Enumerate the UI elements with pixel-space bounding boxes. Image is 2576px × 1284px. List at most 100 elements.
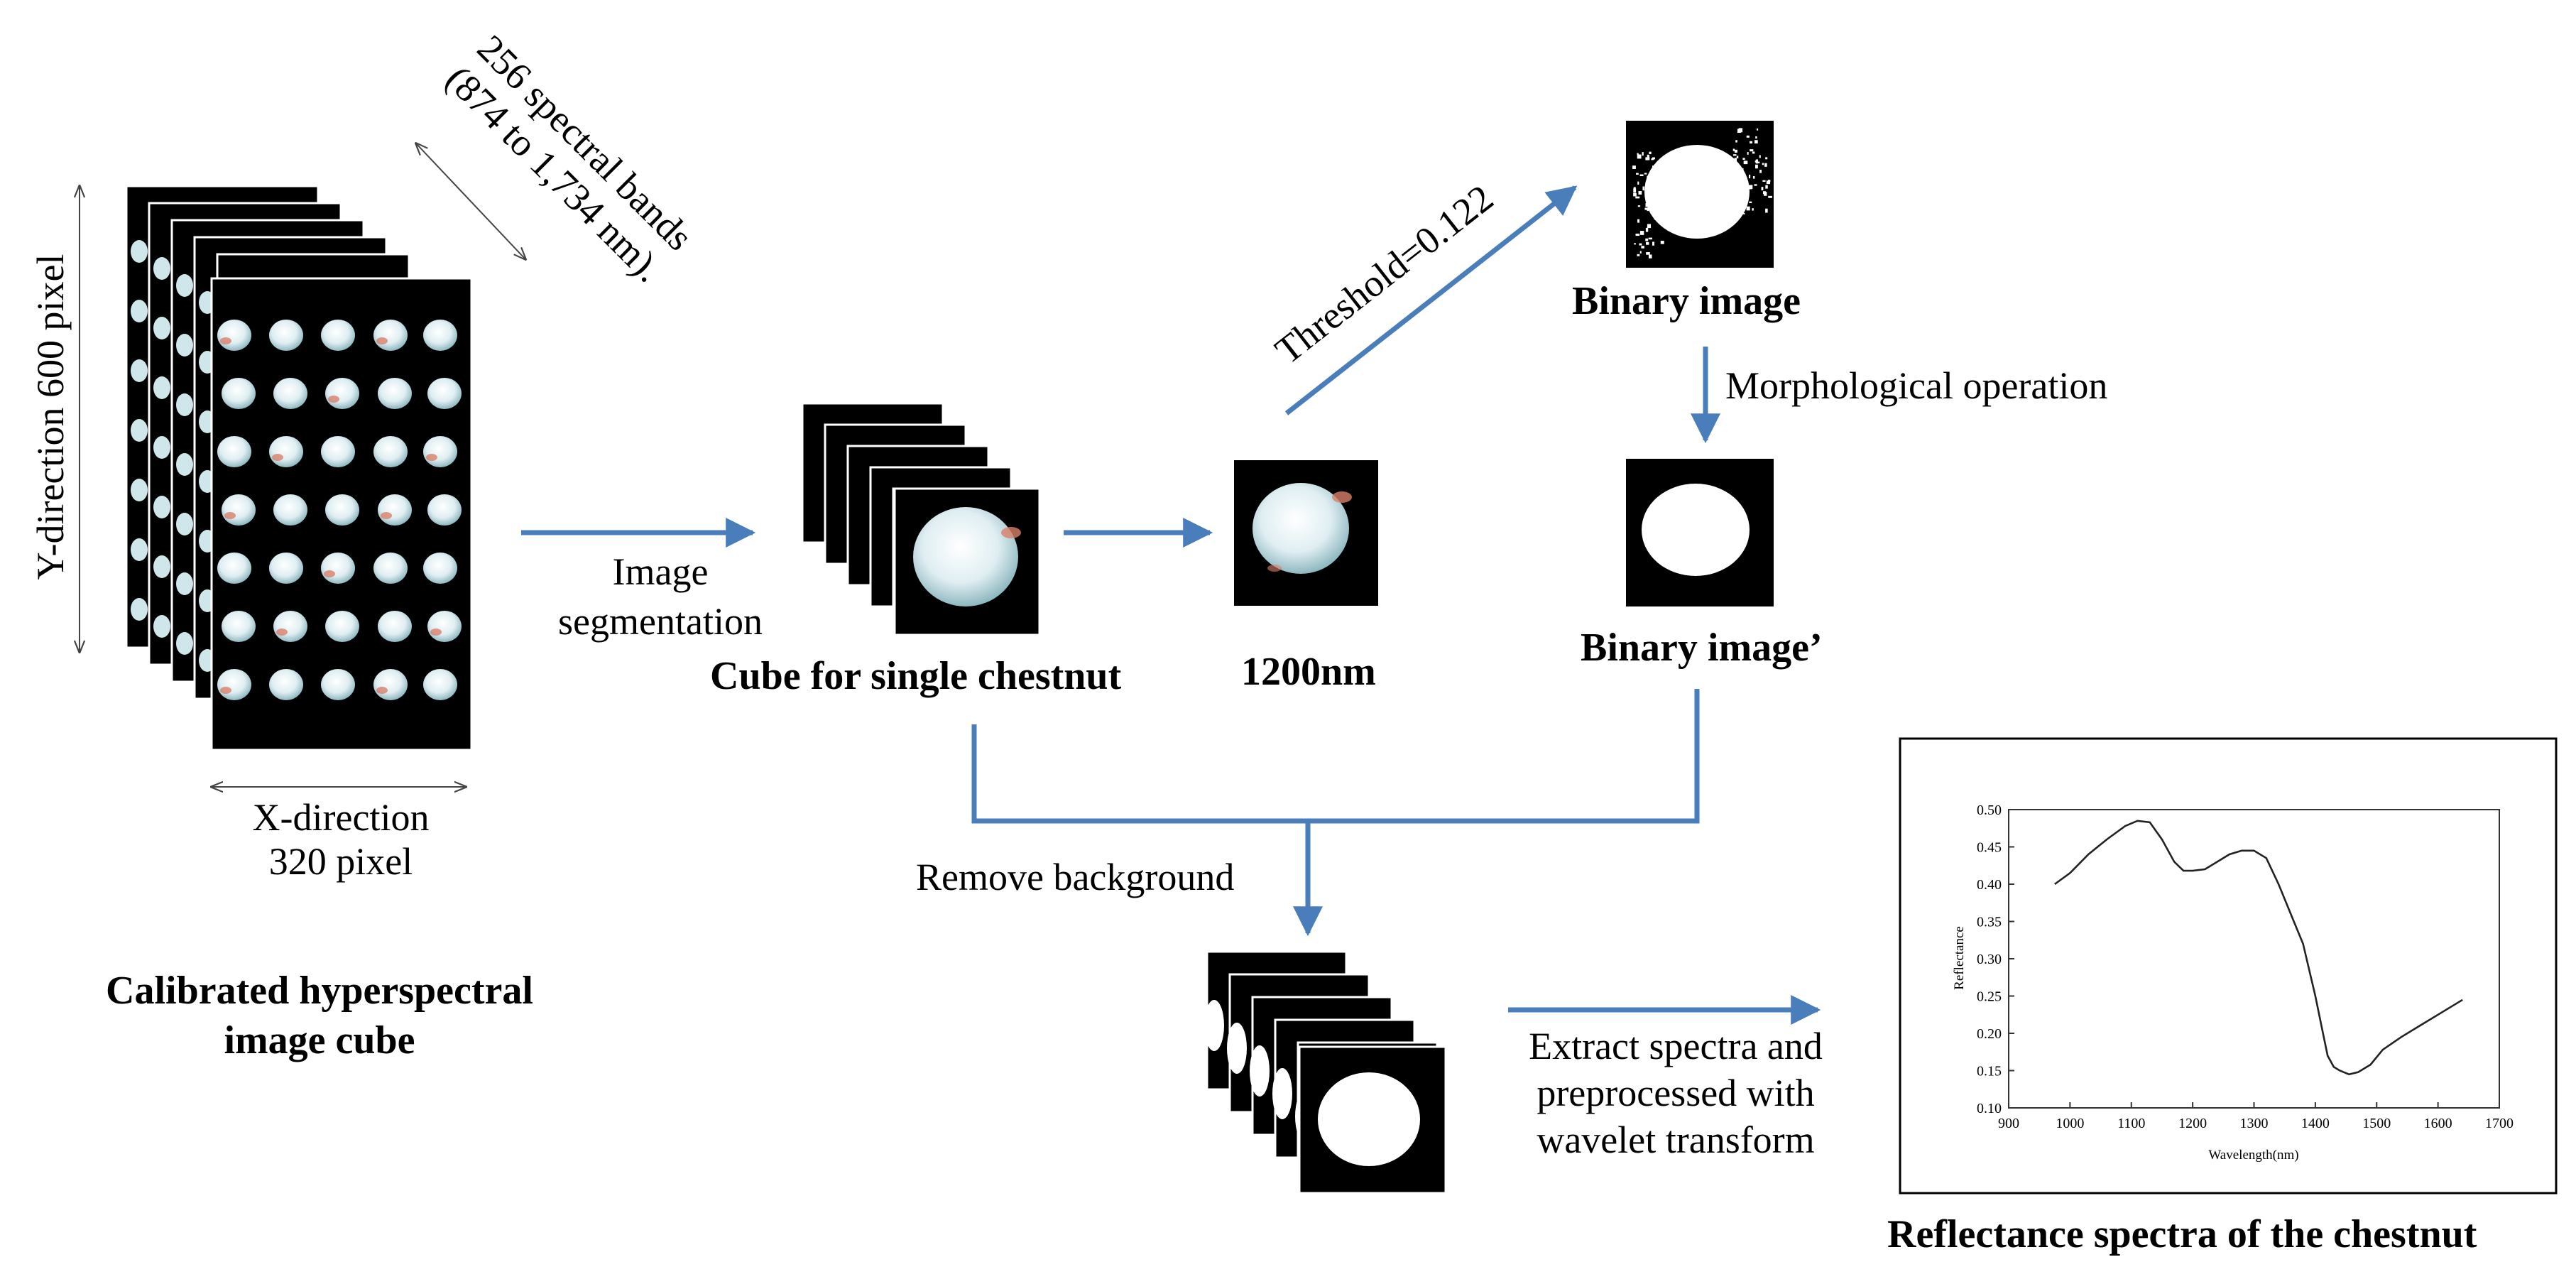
- noise-speck: [1637, 254, 1640, 256]
- noise-speck: [1635, 233, 1640, 236]
- noise-speck: [1639, 230, 1644, 235]
- extract-line1: Extract spectra and: [1529, 1025, 1823, 1067]
- noise-speck: [1646, 252, 1650, 255]
- noise-speck: [1633, 192, 1637, 197]
- noise-speck: [1647, 193, 1649, 197]
- chestnut-edge: [131, 479, 148, 501]
- spectrum-caption: Reflectance spectra of the chestnut: [1887, 1212, 2477, 1256]
- chart-ylabel: Reflectance: [1952, 926, 1967, 990]
- noise-speck: [1736, 170, 1740, 173]
- band-1200nm-image: [1234, 460, 1378, 606]
- chestnut-spot: [426, 454, 437, 461]
- noise-speck: [1649, 151, 1652, 155]
- noise-speck: [1737, 189, 1741, 194]
- chestnut-spot: [220, 687, 231, 694]
- segmentation-label: Image segmentation: [540, 547, 781, 646]
- noise-speck: [1746, 135, 1750, 138]
- x-tick-label: 1300: [2240, 1116, 2269, 1131]
- chestnut-edge: [131, 300, 148, 322]
- chestnut: [325, 611, 359, 642]
- noise-speck: [1757, 128, 1759, 131]
- noise-speck: [1648, 194, 1650, 198]
- x-tick-label: 1000: [2056, 1116, 2084, 1131]
- noise-speck: [1737, 129, 1741, 134]
- noise-speck: [1635, 196, 1640, 199]
- y-tick-label: 0.35: [1977, 915, 2002, 930]
- chestnut-spot: [276, 629, 288, 636]
- noise-speck: [1742, 178, 1745, 182]
- noise-speck: [1759, 170, 1762, 173]
- noise-speck: [1766, 180, 1771, 185]
- noise-speck: [1765, 185, 1768, 189]
- x-tick-label: 1400: [2301, 1116, 2330, 1131]
- noise-speck: [1750, 141, 1752, 144]
- chestnut-spot: [376, 337, 388, 344]
- noise-speck: [1755, 159, 1758, 164]
- noise-speck: [1732, 169, 1735, 171]
- noise-speck: [1736, 156, 1739, 159]
- cube-caption-line1: Calibrated hyperspectral: [106, 969, 533, 1013]
- y-tick-label: 0.10: [1977, 1101, 2002, 1116]
- noise-speck: [1652, 241, 1654, 246]
- x-tick-label: 1500: [2362, 1116, 2391, 1131]
- y-tick-label: 0.45: [1977, 840, 2002, 856]
- noise-speck: [1762, 163, 1764, 165]
- chestnut-edge: [153, 496, 170, 518]
- arrow-merge-lines: [971, 689, 1700, 824]
- chestnut-edge: [131, 240, 148, 263]
- noise-speck: [1639, 251, 1642, 254]
- noise-speck: [1740, 175, 1745, 178]
- noise-speck: [1754, 184, 1757, 186]
- chestnut-edge: [176, 453, 193, 476]
- chestnut-edge: [176, 572, 193, 595]
- noise-speck: [1732, 148, 1735, 151]
- noise-speck: [1734, 158, 1737, 163]
- chestnut: [373, 320, 408, 351]
- x-tick-label: 1200: [2178, 1116, 2207, 1131]
- chestnut: [269, 320, 303, 351]
- noise-speck: [1754, 164, 1758, 169]
- y-tick-label: 0.20: [1977, 1026, 2002, 1042]
- chart-xlabel: Wavelength(nm): [2208, 1148, 2299, 1163]
- single-chestnut: [913, 507, 1018, 606]
- mask-edge: [1227, 1023, 1247, 1074]
- noise-speck: [1752, 176, 1755, 179]
- chestnut: [325, 378, 359, 409]
- masked-image-stack: [1204, 950, 1447, 1195]
- chestnut-spot: [272, 454, 283, 461]
- chestnut-edge: [176, 513, 193, 535]
- noise-speck: [1641, 246, 1644, 249]
- noise-speck: [1645, 157, 1650, 160]
- chestnut-edge: [153, 615, 170, 638]
- chestnut: [273, 611, 307, 642]
- band-1200nm-caption: 1200nm: [1241, 650, 1376, 694]
- chestnut: [423, 553, 457, 584]
- noise-speck: [1657, 168, 1660, 171]
- noise-speck: [1654, 217, 1657, 220]
- x-tick-label: 1600: [2424, 1116, 2452, 1131]
- noise-speck: [1741, 172, 1745, 175]
- arrow-threshold: [1284, 185, 1578, 415]
- noise-speck: [1736, 166, 1740, 168]
- y-tick-label: 0.25: [1977, 989, 2002, 1005]
- y-tick-label: 0.50: [1977, 802, 2002, 818]
- noise-speck: [1637, 154, 1642, 159]
- noise-speck: [1745, 181, 1747, 185]
- noise-speck: [1638, 191, 1642, 195]
- mask-chestnut: [1318, 1072, 1420, 1166]
- extract-line3: wavelet transform: [1537, 1119, 1815, 1161]
- noise-speck: [1645, 202, 1647, 207]
- chestnut: [427, 611, 462, 642]
- remove-background-label: Remove background: [916, 856, 1235, 898]
- noise-speck: [1652, 202, 1657, 206]
- noise-speck: [1749, 174, 1751, 179]
- chestnut: [269, 669, 303, 700]
- noise-speck: [1750, 149, 1754, 152]
- noise-speck: [1646, 208, 1650, 210]
- mask-edge: [1250, 1045, 1270, 1097]
- noise-speck: [1762, 180, 1766, 182]
- chestnut: [217, 320, 251, 351]
- cube-caption-line2: image cube: [224, 1018, 415, 1062]
- noise-speck: [1755, 136, 1757, 139]
